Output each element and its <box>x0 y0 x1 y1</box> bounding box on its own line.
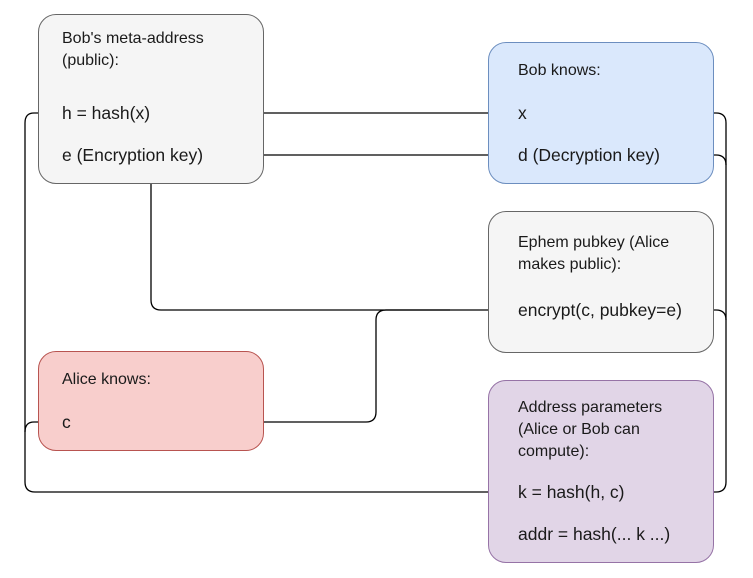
addr-row: addr = hash(... k ...) <box>518 524 671 544</box>
c-row: c <box>62 412 71 432</box>
e-row: e (Encryption key) <box>62 145 204 165</box>
h-row: h = hash(x) <box>62 103 151 123</box>
k-row: k = hash(h, c) <box>518 482 625 502</box>
arrow-c-to-encrypt <box>237 309 450 423</box>
alice-knows-title: Alice knows: <box>62 371 151 388</box>
arrow-encrypt-to-k <box>700 309 727 321</box>
arrow-d-to-k <box>700 154 727 166</box>
ephem-pubkey-box <box>488 211 714 353</box>
arrow-h-to-k <box>24 112 509 497</box>
d-row: d (Decryption key) <box>518 145 660 165</box>
arrow-x-to-k <box>689 112 727 497</box>
address-parameters-box <box>488 380 714 563</box>
meta-address-title: Bob's meta-address (public): <box>62 30 204 69</box>
alice-knows-box <box>38 351 264 451</box>
arrow-e-to-encrypt <box>150 170 509 315</box>
meta-address-box <box>38 14 264 184</box>
arrow-c-to-k <box>24 421 50 433</box>
bob-knows-title: Bob knows: <box>518 62 601 79</box>
encrypt-row: encrypt(c, pubkey=e) <box>518 300 682 320</box>
x-row: x <box>518 103 527 123</box>
bob-knows-box <box>488 42 714 184</box>
ephem-pubkey-title: Ephem pubkey (Alice makes public): <box>518 234 670 273</box>
address-parameters-title: Address parameters (Alice or Bob can com… <box>518 399 663 460</box>
